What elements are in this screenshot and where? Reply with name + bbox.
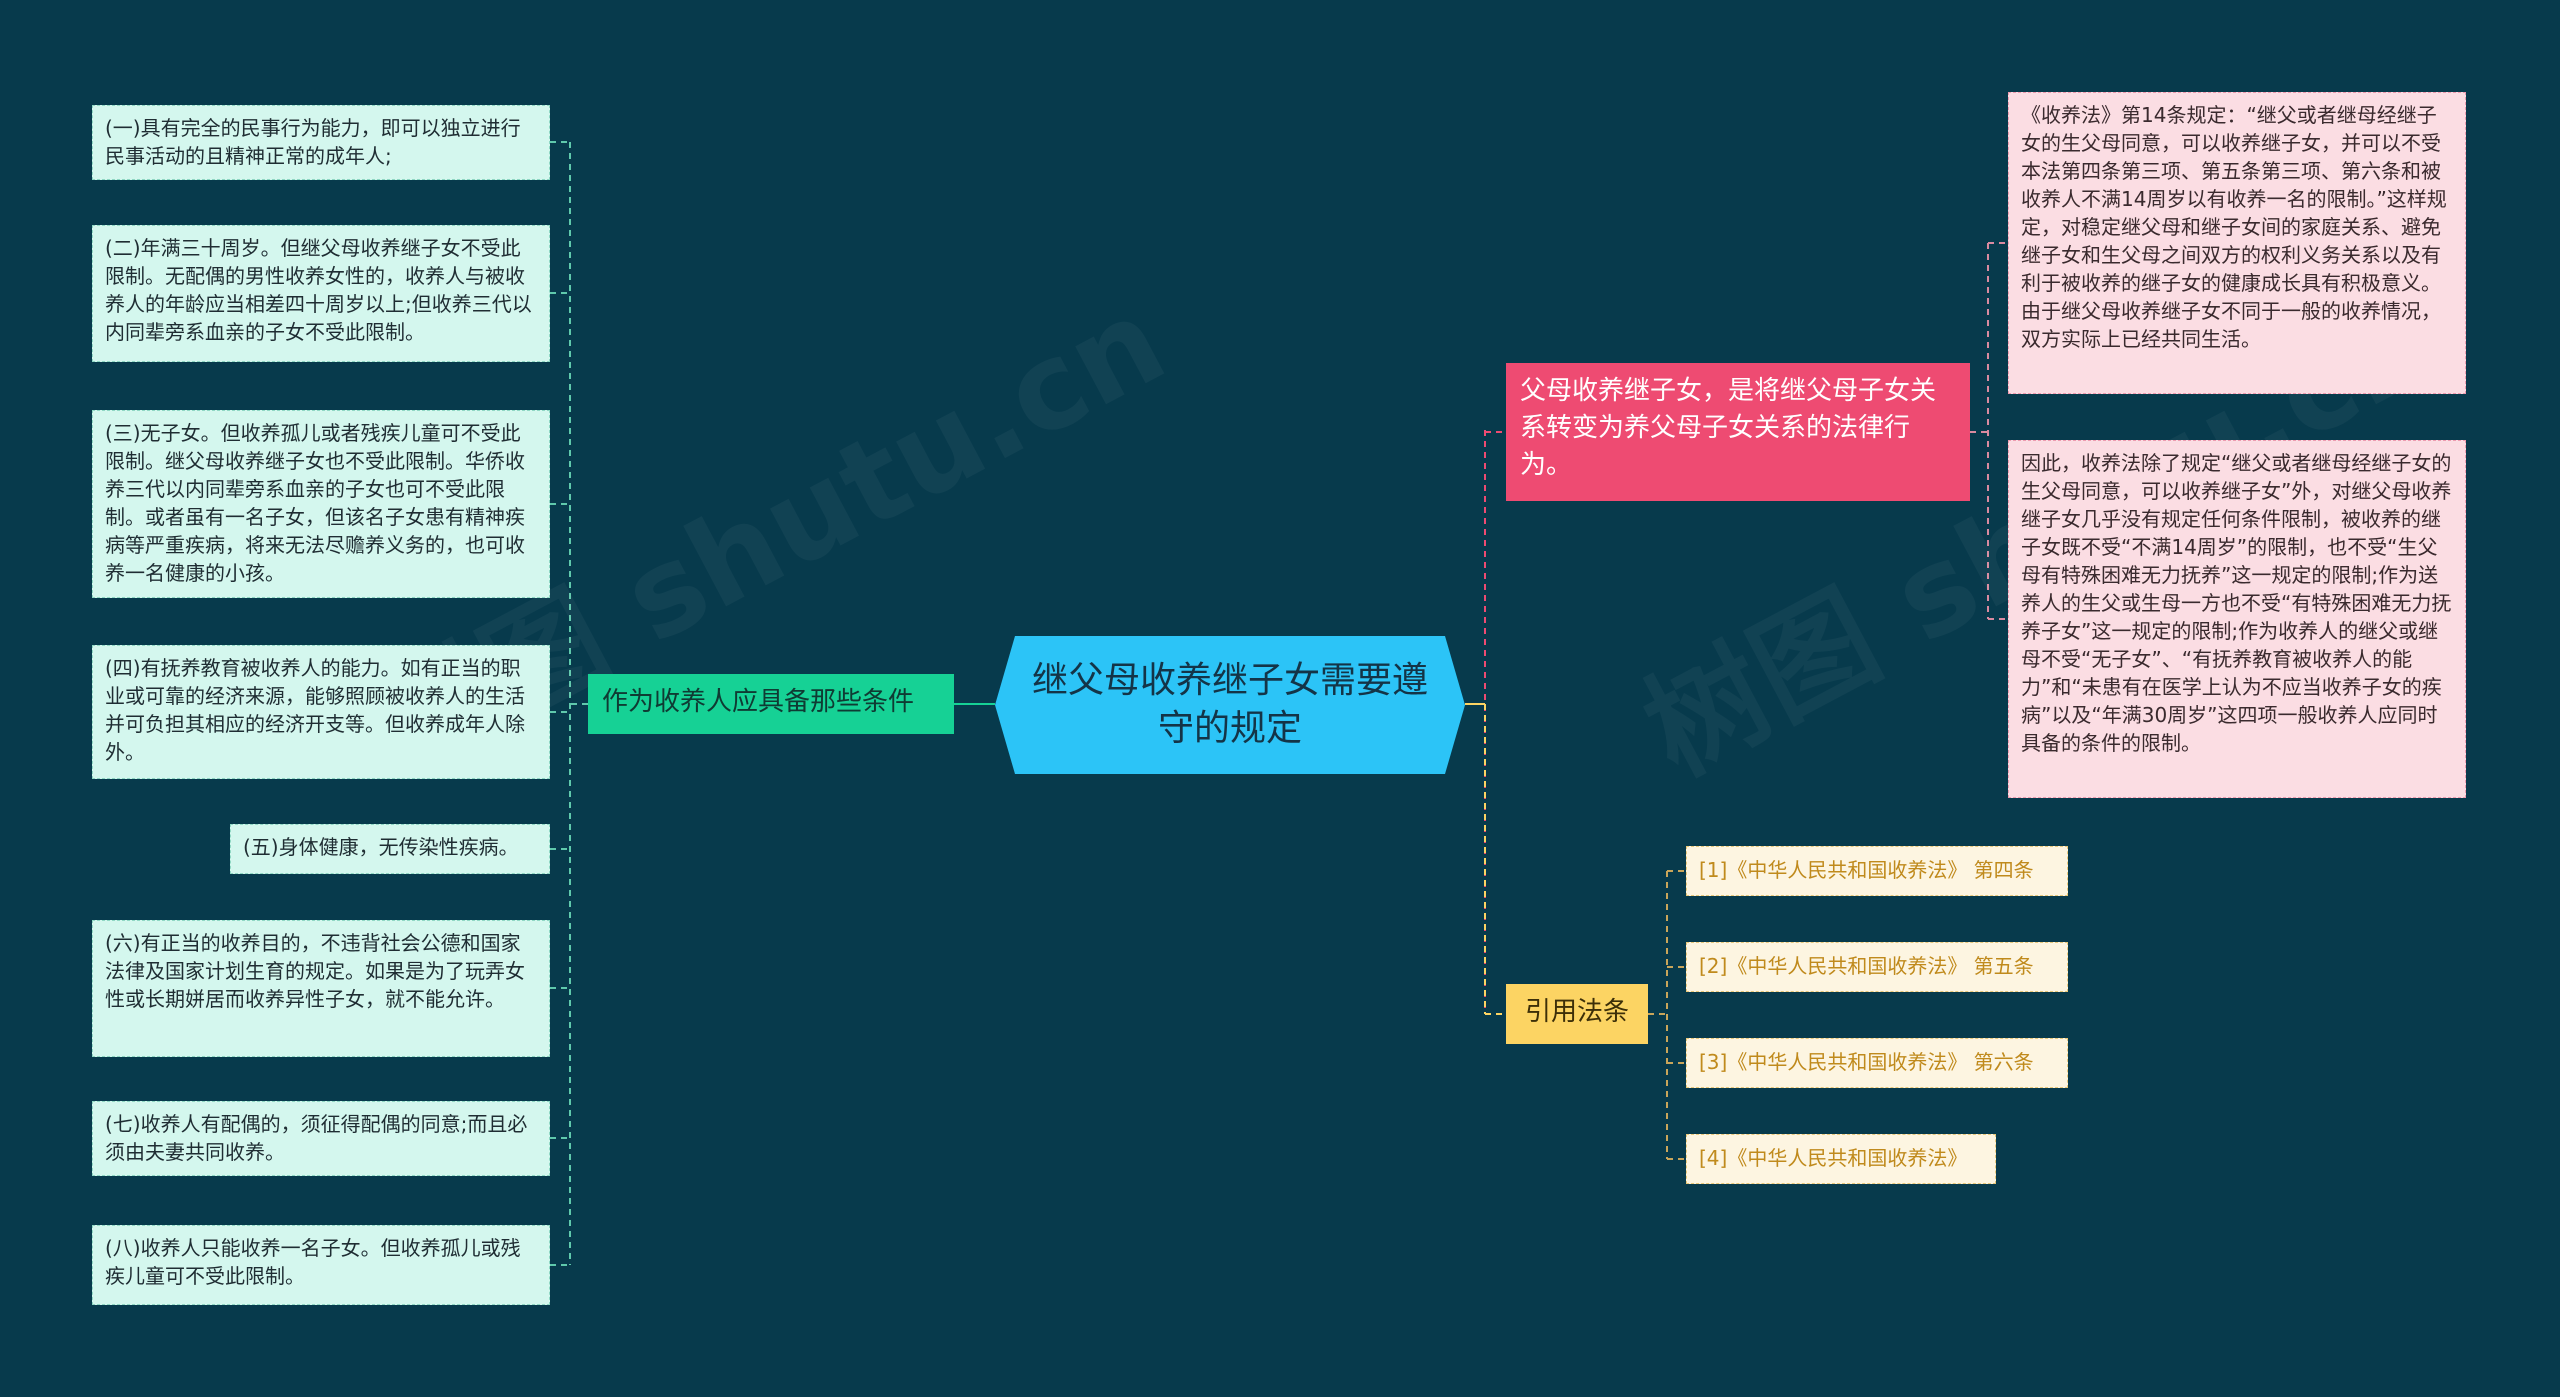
root-topic-label: 继父母收养继子女需要遵守的规定 [1031,660,1428,749]
branch-cited-laws-label: 引用法条 [1524,997,1629,1027]
branch-conditions[interactable]: 作为收养人应具备那些条件 [588,674,954,734]
root-topic[interactable]: 继父母收养继子女需要遵守的规定 [995,636,1465,774]
condition-item[interactable]: (四)有抚养教育被收养人的能力。如有正当的职业或可靠的经济来源，能够照顾被收养人… [92,645,550,779]
condition-item[interactable]: (七)收养人有配偶的，须征得配偶的同意;而且必须由夫妻共同收养。 [92,1101,550,1176]
law-reference[interactable]: [3]《中华人民共和国收养法》 第六条 [1686,1038,2068,1088]
condition-item[interactable]: (三)无子女。但收养孤儿或者残疾儿童可不受此限制。继父母收养继子女也不受此限制。… [92,410,550,598]
condition-item[interactable]: (二)年满三十周岁。但继父母收养继子女不受此限制。无配偶的男性收养女性的，收养人… [92,225,550,362]
definition-detail[interactable]: 《收养法》第14条规定：“继父或者继母经继子女的生父母同意，可以收养继子女，并可… [2008,92,2466,394]
definition-detail[interactable]: 因此，收养法除了规定“继父或者继母经继子女的生父母同意，可以收养继子女”外，对继… [2008,440,2466,798]
branch-definition[interactable]: 父母收养继子女，是将继父母子女关系转变为养父母子女关系的法律行为。 [1506,363,1970,501]
condition-item[interactable]: (一)具有完全的民事行为能力，即可以独立进行民事活动的且精神正常的成年人; [92,105,550,180]
branch-cited-laws[interactable]: 引用法条 [1506,984,1648,1044]
condition-item[interactable]: (五)身体健康，无传染性疾病。 [230,824,550,874]
branch-definition-label: 父母收养继子女，是将继父母子女关系转变为养父母子女关系的法律行为。 [1520,376,1937,480]
condition-item[interactable]: (六)有正当的收养目的，不违背社会公德和国家法律及国家计划生育的规定。如果是为了… [92,920,550,1057]
law-reference[interactable]: [4]《中华人民共和国收养法》 [1686,1134,1996,1184]
condition-item[interactable]: (八)收养人只能收养一名子女。但收养孤儿或残疾儿童可不受此限制。 [92,1225,550,1305]
law-reference[interactable]: [1]《中华人民共和国收养法》 第四条 [1686,846,2068,896]
branch-conditions-label: 作为收养人应具备那些条件 [602,687,915,717]
law-reference[interactable]: [2]《中华人民共和国收养法》 第五条 [1686,942,2068,992]
